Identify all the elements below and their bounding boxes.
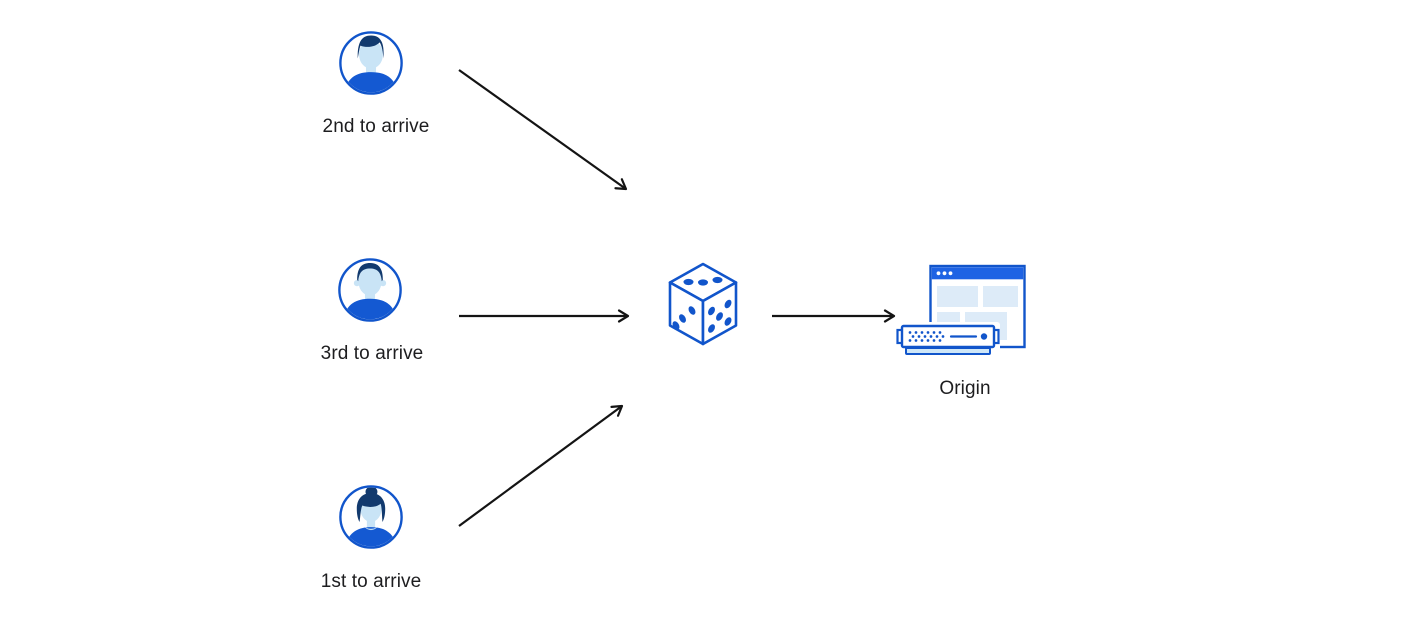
avatar-neck xyxy=(366,514,376,531)
person-man-quiff-icon xyxy=(339,31,403,95)
avatar-hair xyxy=(357,262,383,282)
client-3rd-avatar xyxy=(337,257,403,323)
avatar-shirt xyxy=(344,527,398,547)
client-3rd-label: 3rd to arrive xyxy=(320,343,424,364)
avatar-hair xyxy=(357,35,384,59)
arrow-client-2nd-to-dice xyxy=(458,69,628,191)
avatar-face xyxy=(358,268,382,296)
avatar-collar xyxy=(364,527,378,531)
origin-label: Origin xyxy=(939,378,991,399)
server-body xyxy=(900,324,996,349)
server-led xyxy=(980,333,988,340)
avatar-neck xyxy=(365,61,377,77)
avatar-neck xyxy=(364,288,376,304)
avatar-hair xyxy=(356,493,386,523)
browser-dot xyxy=(942,271,947,276)
avatar-shirt xyxy=(343,72,399,93)
client-2nd-avatar xyxy=(338,30,404,96)
person-woman-bun-icon xyxy=(339,485,403,549)
client-2nd-label: 2nd to arrive xyxy=(322,116,430,137)
client-1st-label: 1st to arrive xyxy=(320,571,422,592)
browser-dot xyxy=(948,271,953,276)
avatar-ear xyxy=(379,280,387,287)
avatar-face xyxy=(359,41,383,69)
browser-content-block xyxy=(983,286,1018,307)
person-man-short-hair-icon xyxy=(338,258,402,322)
browser-dot xyxy=(936,271,941,276)
origin-node xyxy=(895,259,1029,359)
randomizer-node xyxy=(665,261,741,347)
client-1st-avatar xyxy=(338,484,404,550)
dice-icon xyxy=(668,262,738,346)
arrow-client-1st-to-dice xyxy=(458,404,624,527)
server-vent-dots xyxy=(908,331,945,342)
avatar-shirt xyxy=(342,298,398,320)
server-base xyxy=(905,347,991,355)
origin-server-browser-icon xyxy=(896,264,1026,355)
browser-content-block xyxy=(937,286,978,307)
browser-titlebar xyxy=(931,267,1024,280)
avatar-ear xyxy=(353,280,361,287)
